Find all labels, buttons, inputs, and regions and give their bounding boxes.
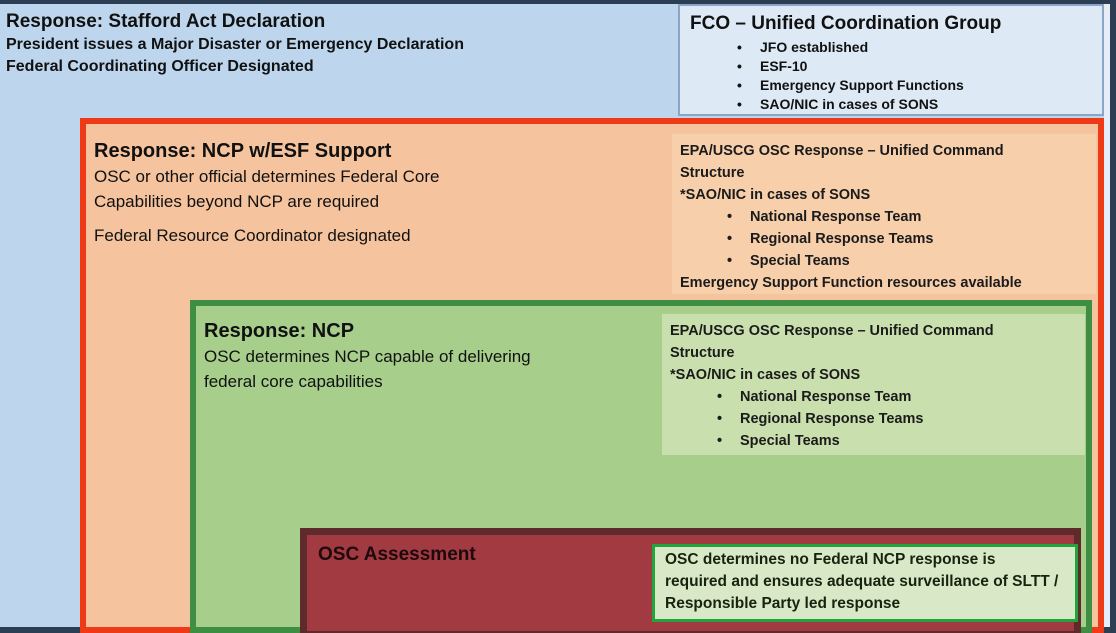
osc-assessment-title: OSC Assessment xyxy=(318,544,476,565)
panel-bullet-list: National Response Team Regional Response… xyxy=(670,386,1077,452)
bullet-item: National Response Team xyxy=(670,386,1077,408)
stafford-act-block: Response: Stafford Act Declaration Presi… xyxy=(6,9,626,78)
ncp-title: Response: NCP xyxy=(204,320,355,342)
panel-footer: Emergency Support Function resources ava… xyxy=(680,275,1022,291)
panel-line2: *SAO/NIC in cases of SONS xyxy=(670,367,861,383)
ncp-command-panel: EPA/USCG OSC Response – Unified Command … xyxy=(662,314,1085,455)
slide-frame-right xyxy=(1110,0,1116,633)
ncp-esf-command-panel: EPA/USCG OSC Response – Unified Command … xyxy=(672,134,1096,294)
osc-assessment-box: OSC Assessment OSC determines no Federal… xyxy=(300,528,1081,633)
fco-box-title: FCO – Unified Coordination Group xyxy=(690,13,1002,34)
stafford-line1: President issues a Major Disaster or Eme… xyxy=(6,36,464,53)
bullet-item: ESF-10 xyxy=(680,57,1102,76)
bullet-item: Regional Response Teams xyxy=(670,408,1077,430)
stafford-title: Response: Stafford Act Declaration xyxy=(6,11,326,32)
ncp-esf-heading-block: Response: NCP w/ESF Support OSC or other… xyxy=(94,138,534,248)
bullet-item: Special Teams xyxy=(670,430,1077,452)
bullet-item: Emergency Support Functions xyxy=(680,76,1102,95)
ncp-esf-title: Response: NCP w/ESF Support xyxy=(94,140,392,162)
panel-line1: EPA/USCG OSC Response – Unified Command … xyxy=(670,323,994,361)
ncp-heading-block: Response: NCP OSC determines NCP capable… xyxy=(204,318,624,394)
panel-line1: EPA/USCG OSC Response – Unified Command … xyxy=(680,143,1004,181)
bullet-item: Special Teams xyxy=(680,250,1088,272)
slide-frame-top xyxy=(0,0,1116,4)
stafford-line2: Federal Coordinating Officer Designated xyxy=(6,58,314,75)
ncp-esf-body1: OSC or other official determines Federal… xyxy=(94,167,440,211)
bullet-item: JFO established xyxy=(680,38,1102,57)
bullet-item: SAO/NIC in cases of SONS xyxy=(680,95,1102,114)
bullet-item: Regional Response Teams xyxy=(680,228,1088,250)
fco-bullet-list: JFO established ESF-10 Emergency Support… xyxy=(680,38,1102,114)
fco-unified-coordination-box: FCO – Unified Coordination Group JFO est… xyxy=(678,4,1104,116)
panel-line2: *SAO/NIC in cases of SONS xyxy=(680,187,871,203)
bullet-item: National Response Team xyxy=(680,206,1088,228)
panel-bullet-list: National Response Team Regional Response… xyxy=(680,206,1088,272)
ncp-esf-body2: Federal Resource Coordinator designated xyxy=(94,226,411,245)
osc-assessment-note: OSC determines no Federal NCP response i… xyxy=(665,551,1059,612)
slide-edge-sliver xyxy=(1104,0,1110,633)
ncp-body: OSC determines NCP capable of delivering… xyxy=(204,347,531,391)
osc-assessment-note-box: OSC determines no Federal NCP response i… xyxy=(652,544,1078,622)
